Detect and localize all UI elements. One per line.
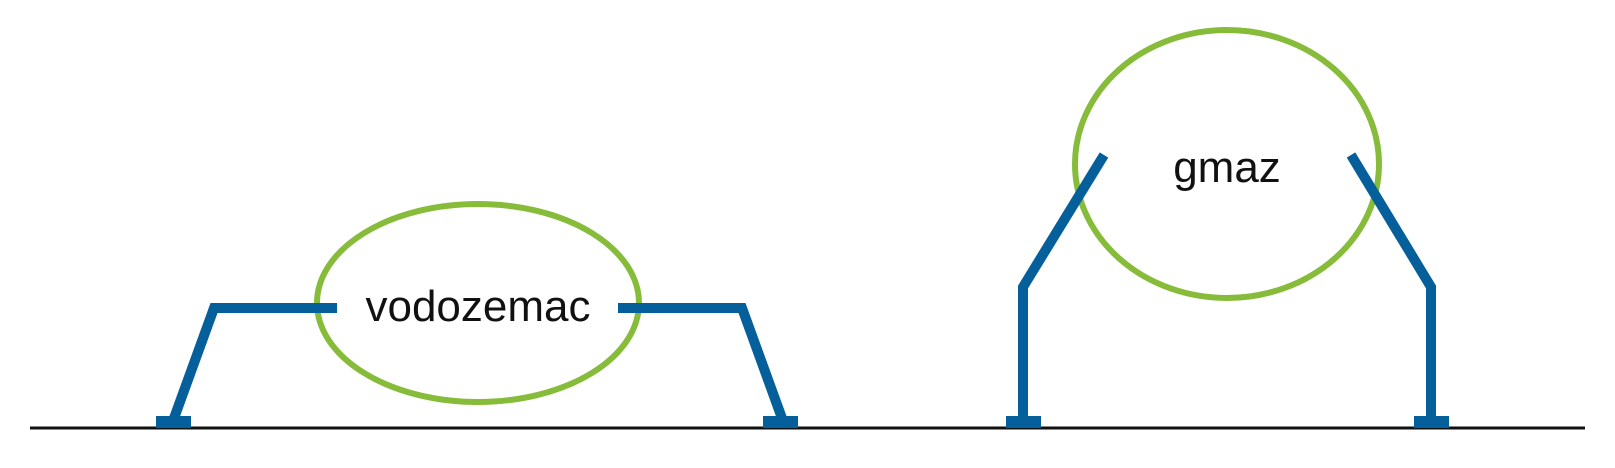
vodozemac-right-leg — [618, 303, 788, 423]
figure-vodozemac: vodozemac — [156, 201, 798, 428]
gmaz-right-foot — [1414, 416, 1449, 428]
gmaz-right-leg — [1346, 152, 1436, 421]
vodozemac-right-foot — [763, 416, 798, 428]
figure-gmaz: gmaz — [1006, 27, 1449, 428]
gmaz-left-leg — [1018, 152, 1109, 421]
vodozemac-label: vodozemac — [365, 282, 590, 331]
gmaz-label: gmaz — [1173, 143, 1281, 192]
vodozemac-left-leg — [168, 303, 337, 423]
gmaz-left-foot — [1006, 416, 1041, 428]
gmaz-body-outline — [1072, 27, 1382, 301]
vodozemac-left-foot — [156, 416, 191, 428]
